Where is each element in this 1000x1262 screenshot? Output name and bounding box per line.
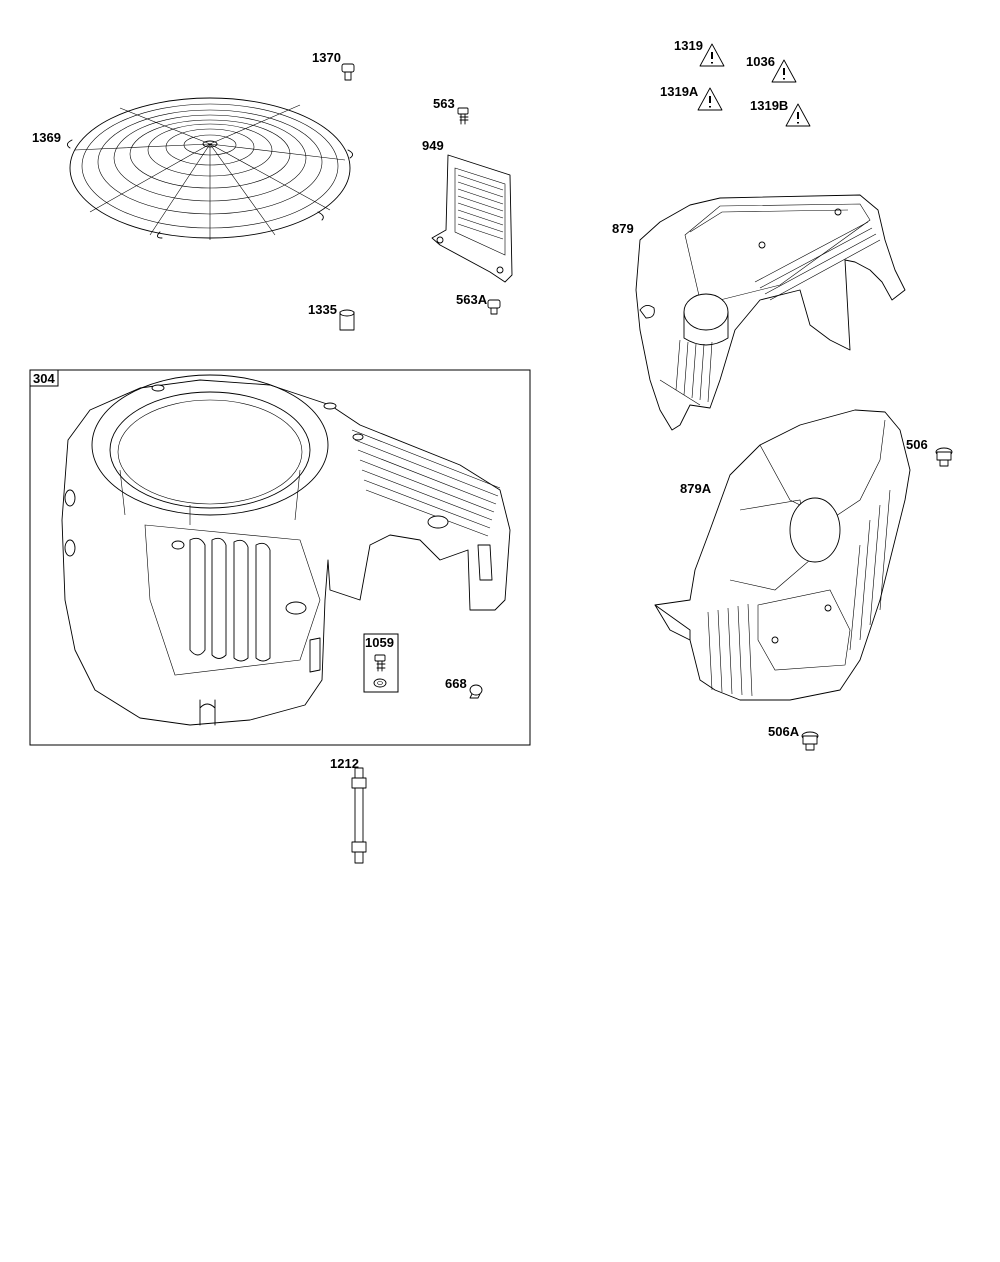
group-box-304-tag xyxy=(29,369,59,387)
label-1369: 1369 xyxy=(32,130,61,145)
label-563A: 563A xyxy=(456,292,488,307)
label-668: 668 xyxy=(445,676,467,691)
stud-1212 xyxy=(351,767,367,864)
screw-1370 xyxy=(341,63,355,81)
screw-563A xyxy=(487,299,501,315)
screw-563 xyxy=(457,107,469,125)
label-879A: 879A xyxy=(680,481,712,496)
label-1370: 1370 xyxy=(312,50,341,65)
warning-label-1319B xyxy=(785,103,811,127)
warning-label-1319A xyxy=(697,87,723,111)
label-1319B: 1319B xyxy=(750,98,788,113)
warning-label-1036 xyxy=(771,59,797,83)
bolt-506 xyxy=(935,447,953,467)
warning-label-1319 xyxy=(699,43,725,67)
cylinder-shroud-879 xyxy=(635,194,906,431)
label-879: 879 xyxy=(612,221,634,236)
label-1319A: 1319A xyxy=(660,84,699,99)
label-506A: 506A xyxy=(768,724,800,739)
spacer-1335 xyxy=(339,309,355,331)
fan-guard-grille xyxy=(67,97,353,240)
label-1059: 1059 xyxy=(365,635,394,650)
label-949: 949 xyxy=(422,138,444,153)
label-506: 506 xyxy=(906,437,928,452)
screw-kit-1059 xyxy=(373,654,387,688)
label-1335: 1335 xyxy=(308,302,337,317)
plug-668 xyxy=(469,684,483,699)
label-1212: 1212 xyxy=(330,756,359,771)
group-box-304 xyxy=(29,369,531,746)
air-guide-949 xyxy=(431,154,513,283)
label-1036: 1036 xyxy=(746,54,775,69)
bolt-506A xyxy=(801,731,819,751)
cylinder-shroud-879A xyxy=(654,409,911,701)
label-304: 304 xyxy=(33,371,55,386)
label-563: 563 xyxy=(433,96,455,111)
label-1319: 1319 xyxy=(674,38,703,53)
blower-housing-304 xyxy=(61,374,511,726)
